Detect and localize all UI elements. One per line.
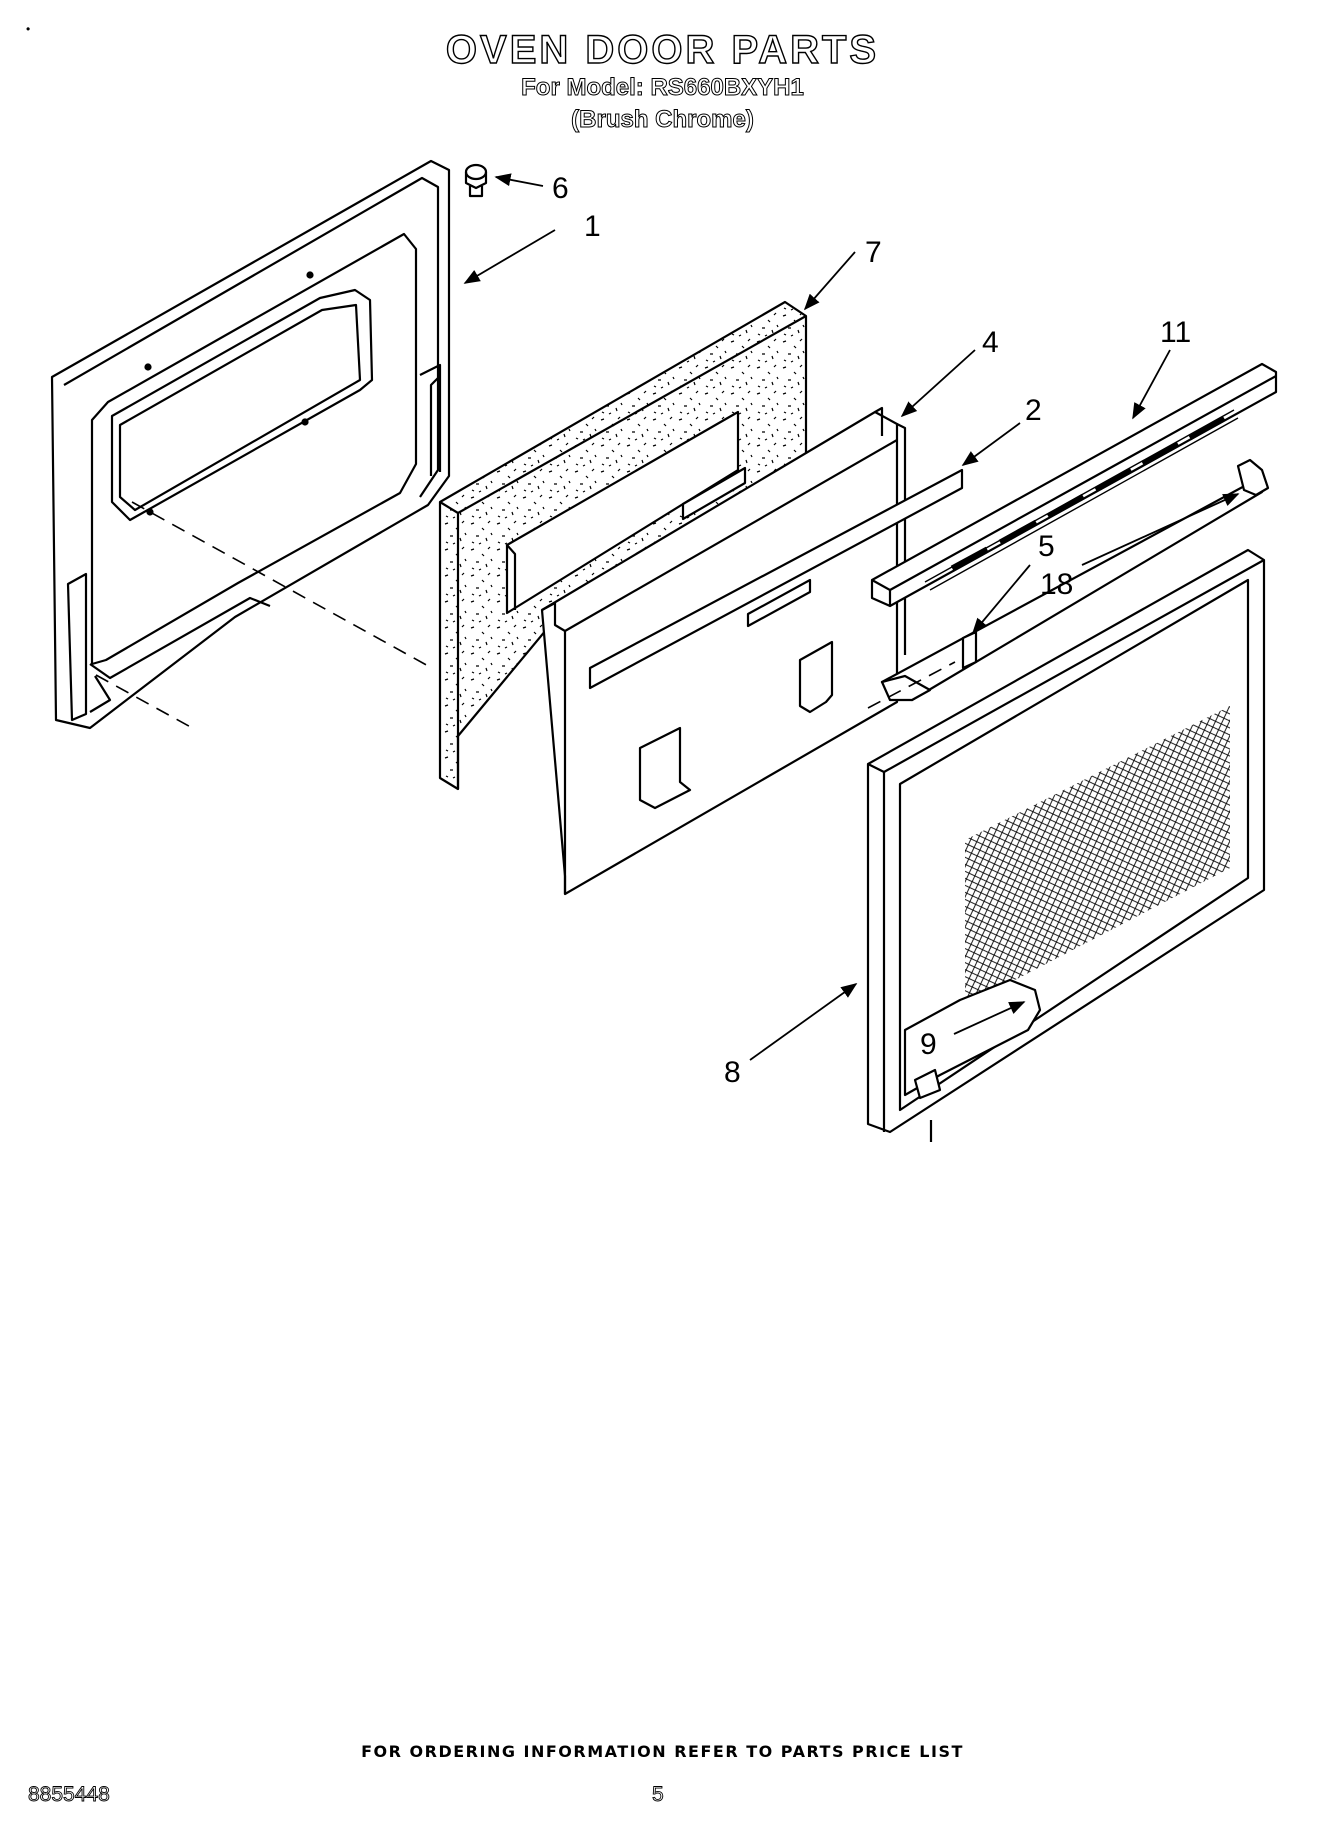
callout-8: 8 bbox=[724, 1056, 741, 1089]
callout-11: 11 bbox=[1160, 316, 1191, 349]
part-4-inner-panel bbox=[540, 406, 964, 896]
part-11-vent-trim bbox=[870, 362, 1278, 608]
model-line: For Model: RS660BXYH1 bbox=[521, 74, 805, 102]
leader-lines bbox=[463, 173, 1240, 1061]
part-6-screw bbox=[464, 163, 488, 198]
callout-6: 6 bbox=[552, 172, 569, 205]
assembly-dash-lines bbox=[95, 501, 956, 731]
corner-mark: • bbox=[26, 22, 31, 36]
callout-9: 9 bbox=[920, 1028, 937, 1061]
callout-18: 18 bbox=[1040, 568, 1073, 601]
document-number: 8855448 bbox=[28, 1783, 111, 1807]
page-number: 5 bbox=[652, 1783, 665, 1807]
part-5-bracket bbox=[961, 630, 978, 670]
callout-4: 4 bbox=[982, 326, 999, 359]
callout-2: 2 bbox=[1025, 394, 1042, 427]
callout-1: 1 bbox=[584, 210, 601, 243]
finish-line: (Brush Chrome) bbox=[571, 106, 755, 134]
page-title: OVEN DOOR PARTS bbox=[445, 27, 880, 72]
callout-7: 7 bbox=[865, 236, 882, 269]
part-1-outer-door-frame bbox=[50, 159, 451, 730]
part-8-outer-door-panel bbox=[866, 548, 1266, 1142]
ordering-note: FOR ORDERING INFORMATION REFER TO PARTS … bbox=[361, 1742, 964, 1761]
part-7-insulation-panel bbox=[438, 300, 808, 791]
callout-5: 5 bbox=[1038, 530, 1055, 563]
